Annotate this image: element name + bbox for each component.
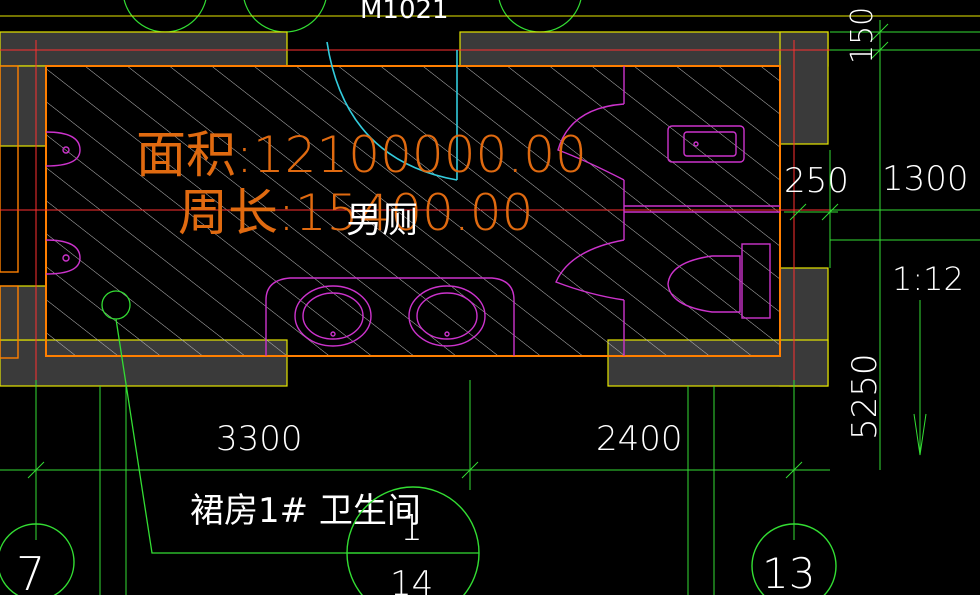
axis-tag-center-top: 1: [400, 508, 423, 549]
tag-leader: [101, 290, 380, 554]
stall-partitions: [555, 66, 780, 356]
top-bubbles: [0, 0, 980, 33]
axis-tag-center-bottom: 14: [390, 564, 433, 595]
dimension-lines: [0, 20, 980, 595]
squat-toilet-icon: [667, 125, 745, 163]
axis-tag-right: 13: [762, 549, 815, 595]
room-tag: 裙房1# 卫生间: [190, 491, 421, 531]
dim-right-mid-a: 250: [784, 161, 849, 201]
dim-right-bottom: 5250: [845, 353, 885, 440]
room-outline: [45, 65, 781, 357]
dim-right-mid-b: 1300: [882, 159, 969, 199]
axis-lines: [0, 40, 980, 380]
dim-bottom-right: 2400: [596, 419, 683, 459]
toilet-icon: [667, 243, 771, 319]
room-name: 男厕: [346, 200, 418, 241]
area-text: 面积:12100000.00: [136, 126, 587, 184]
door: [326, 41, 458, 181]
floor-hatch: [46, 66, 780, 356]
axis-tag-left: 7: [16, 547, 45, 595]
axis-bubble-center: 1 14: [346, 486, 480, 595]
left-jamb: [0, 65, 19, 359]
dim-bottom-left: 3300: [216, 419, 303, 459]
urinal-icon: [45, 131, 81, 275]
washbasin-icon: [265, 277, 515, 356]
dimension-texts: 150 250 1300 1:12 5250 3300 2400: [216, 7, 969, 459]
axis-bubble-left: 7: [0, 523, 75, 595]
axis-bubble-right: 13: [751, 523, 837, 595]
perimeter-text: 周长:15400.00: [178, 184, 533, 242]
dim-top-right: 150: [845, 7, 880, 64]
door-tag: M1021: [360, 0, 449, 25]
dim-right-slope: 1:12: [892, 260, 964, 298]
